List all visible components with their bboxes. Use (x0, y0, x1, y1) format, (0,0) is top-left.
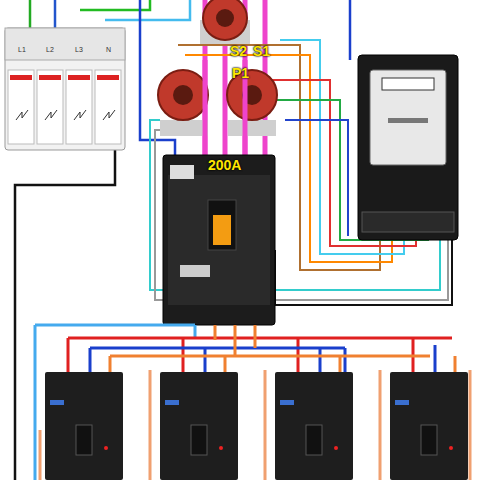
pole-label: L3 (75, 46, 83, 53)
main-breaker (163, 155, 275, 325)
pole-label: N (106, 46, 111, 53)
distribution-bars (35, 325, 470, 480)
pole-label: L1 (18, 46, 26, 53)
current-transformers (158, 0, 277, 136)
branch-breakers (45, 372, 468, 480)
pole-label: L2 (46, 46, 54, 53)
terminal-label: P1 (232, 66, 249, 80)
terminal-label: S2 (230, 44, 247, 58)
terminal-label: 200A (208, 158, 241, 172)
surge-protector (5, 28, 125, 150)
terminal-label: S1 (253, 44, 270, 58)
energy-meter (358, 55, 458, 240)
